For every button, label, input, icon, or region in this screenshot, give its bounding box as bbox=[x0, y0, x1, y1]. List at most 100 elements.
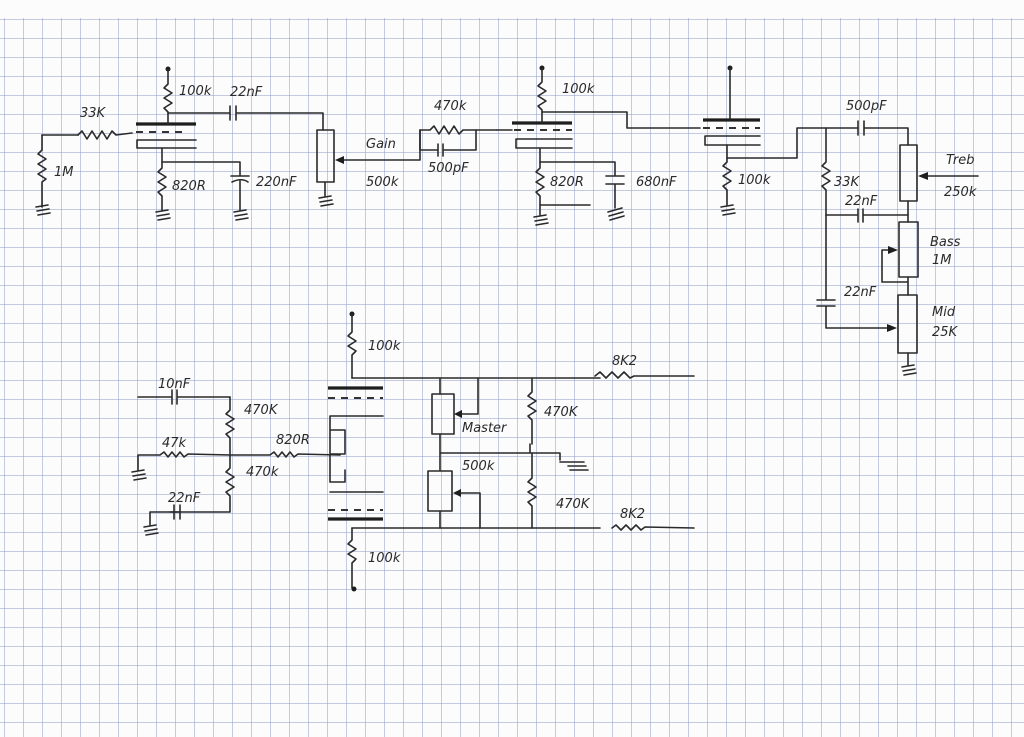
label-output-resistor-top: 470K bbox=[544, 405, 579, 420]
input-stage: 1M 33K 100k 22nF 820R 220nF bbox=[35, 66, 324, 221]
label-treble-value: 250k bbox=[944, 185, 977, 200]
tail-cap bbox=[149, 504, 181, 526]
label-gain-pot: Gain bbox=[366, 137, 396, 152]
label-mid-value: 25K bbox=[932, 325, 959, 340]
tone-stack: 500pF Treb 250k 33K 22nF Bass 1M 22nF Mi… bbox=[816, 99, 979, 376]
label-grid-resistor: 820R bbox=[276, 433, 310, 448]
label-grid-resistor: 33K bbox=[80, 106, 107, 121]
label-treble-cap: 500pF bbox=[846, 99, 887, 114]
triode5-cathode bbox=[329, 454, 384, 493]
bass-pot bbox=[898, 221, 919, 278]
mid-wiper-arrow bbox=[887, 324, 897, 332]
wire bbox=[541, 111, 701, 129]
label-plate-resistor-bottom: 100k bbox=[368, 551, 401, 566]
label-coupling-cap: 22nF bbox=[230, 85, 263, 100]
treble-cap bbox=[857, 120, 909, 146]
cathode-cap bbox=[161, 161, 250, 211]
label-gain-value: 500k bbox=[366, 175, 399, 190]
cathode-cap bbox=[539, 161, 625, 209]
plate-resistor-bottom bbox=[347, 527, 357, 589]
master-pot-upper bbox=[431, 393, 455, 435]
triode1-cathode bbox=[136, 139, 197, 149]
mid-cap bbox=[816, 214, 889, 329]
treble-wiper-arrow bbox=[918, 172, 928, 180]
label-bass-pot: Bass bbox=[930, 235, 961, 250]
output-resistor-bottom bbox=[527, 452, 537, 529]
ground-symbol bbox=[533, 214, 549, 226]
label-bass-value: 1M bbox=[932, 253, 952, 268]
series-resistor bbox=[419, 125, 498, 135]
ground-symbol bbox=[318, 195, 334, 207]
grid-resistor bbox=[229, 451, 341, 458]
master-wiper-arrow bbox=[454, 410, 462, 418]
triode4-cathode bbox=[329, 415, 384, 456]
wire bbox=[461, 377, 479, 415]
bias-resistor-top bbox=[225, 396, 235, 456]
label-bias-resistor-bottom: 470k bbox=[246, 465, 279, 480]
label-master-value: 500k bbox=[462, 459, 495, 474]
slope-resistor bbox=[821, 127, 831, 216]
bass-wiper-arrow bbox=[888, 246, 898, 254]
output-resistor-top bbox=[527, 377, 537, 445]
bass-cap bbox=[825, 208, 909, 223]
triode2-cathode bbox=[515, 138, 573, 149]
label-cathode-resistor: 100k bbox=[738, 173, 771, 188]
label-plate-resistor: 100k bbox=[179, 84, 212, 99]
ground-symbol bbox=[720, 204, 736, 216]
ground-symbol bbox=[901, 364, 917, 376]
second-stage: 100k 820R 680nF bbox=[512, 65, 701, 226]
paper-top-margin bbox=[0, 0, 1024, 18]
label-series-resistor: 470k bbox=[434, 99, 467, 114]
cathode-resistor bbox=[157, 147, 167, 211]
grid-resistor bbox=[77, 130, 133, 140]
label-cathode-cap: 680nF bbox=[636, 175, 677, 190]
label-mid-cap: 22nF bbox=[844, 285, 877, 300]
triode3-cathode bbox=[704, 135, 761, 146]
label-feedback-resistor: 47k bbox=[162, 436, 187, 451]
label-cathode-resistor: 820R bbox=[550, 175, 584, 190]
grid-stopper-bottom bbox=[351, 524, 695, 531]
bypass-cap bbox=[419, 129, 477, 157]
label-slope-resistor: 33K bbox=[834, 175, 861, 190]
label-plate-resistor: 100k bbox=[562, 82, 595, 97]
cathode-resistor bbox=[535, 147, 545, 216]
label-plate-resistor-top: 100k bbox=[368, 339, 401, 354]
label-grid-stopper-top: 8K2 bbox=[612, 354, 637, 369]
plate-resistor bbox=[163, 68, 173, 125]
phase-inverter: 10nF 470K 47k 820R 470k 22nF 100k 100k bbox=[131, 311, 695, 592]
cathode-resistor bbox=[722, 144, 732, 206]
plate-resistor bbox=[537, 67, 547, 124]
b-plus-node bbox=[351, 586, 357, 592]
wire bbox=[439, 492, 481, 529]
ground-symbol bbox=[559, 461, 589, 471]
ground-symbol bbox=[155, 209, 171, 221]
gain-stage: Gain 500k 470k 500pF bbox=[316, 99, 513, 207]
label-bias-resistor-top: 470K bbox=[244, 403, 279, 418]
label-input-resistor: 1M bbox=[54, 165, 74, 180]
bias-resistor-bottom bbox=[169, 454, 235, 513]
label-master-pot: Master bbox=[462, 421, 508, 436]
label-cathode-resistor: 820R bbox=[172, 179, 206, 194]
treble-pot bbox=[899, 144, 918, 202]
mid-pot bbox=[897, 294, 918, 354]
label-tail-cap: 22nF bbox=[168, 491, 201, 506]
wire bbox=[439, 433, 561, 471]
ground-symbol bbox=[131, 469, 147, 481]
label-output-resistor-bottom: 470K bbox=[556, 497, 591, 512]
label-input-cap: 10nF bbox=[158, 377, 191, 392]
label-grid-stopper-bottom: 8K2 bbox=[620, 507, 645, 522]
feedback-resistor bbox=[137, 451, 231, 471]
ground-symbol bbox=[35, 204, 51, 216]
label-bypass-cap: 500pF bbox=[428, 161, 469, 176]
cathode-follower: 100k bbox=[703, 65, 859, 216]
label-mid-pot: Mid bbox=[932, 305, 956, 320]
grid-stopper-top bbox=[351, 371, 695, 379]
wire bbox=[726, 127, 859, 159]
label-cathode-cap: 220nF bbox=[256, 175, 297, 190]
input-cap bbox=[137, 389, 231, 405]
ground-symbol bbox=[607, 207, 625, 221]
gain-wiper-arrow bbox=[335, 156, 344, 164]
coupling-cap bbox=[167, 105, 324, 131]
ground-symbol bbox=[233, 209, 249, 221]
